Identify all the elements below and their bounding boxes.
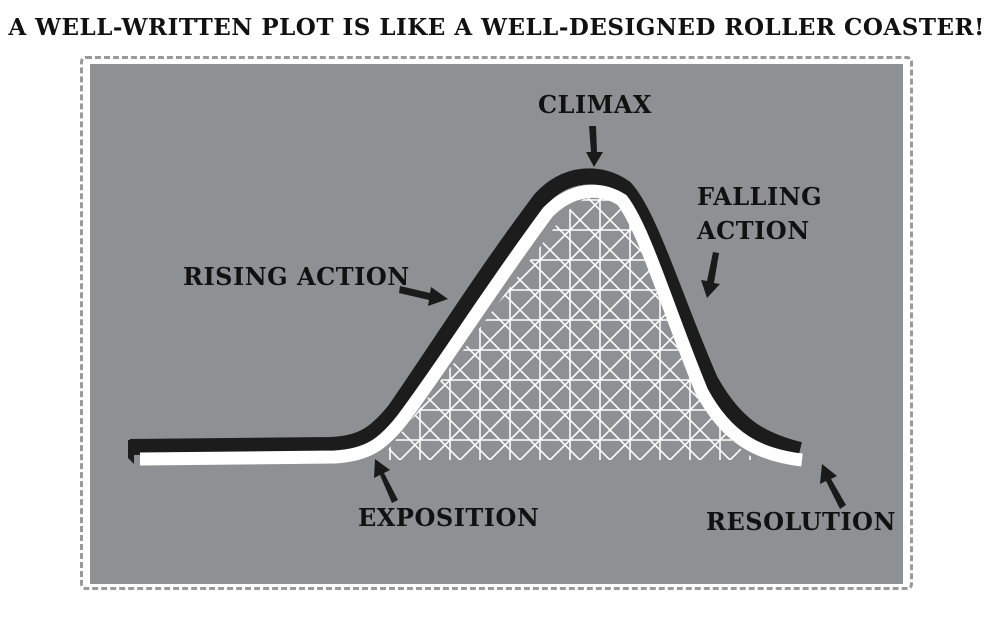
label-rising-action: RISING ACTION xyxy=(183,262,410,291)
label-falling-action-line2: ACTION xyxy=(697,216,810,245)
lattice-diagonal xyxy=(820,160,993,480)
lattice-diagonal xyxy=(380,193,541,460)
label-exposition: EXPOSITION xyxy=(358,503,540,532)
lattice-diagonal xyxy=(649,193,760,460)
dashed-frame xyxy=(80,56,913,590)
resolution-arrow xyxy=(820,464,846,509)
diagram-title: A WELL-WRITTEN PLOT IS LIKE A WELL-DESIG… xyxy=(8,14,985,41)
rising-action-arrow xyxy=(399,286,448,306)
lattice-diagonal xyxy=(380,193,401,460)
lattice-diagonal xyxy=(910,160,993,480)
lattice-diagonal xyxy=(0,160,250,480)
label-falling-action: FALLING ACTION xyxy=(697,180,822,248)
coaster-track-dark xyxy=(129,168,802,458)
lattice-diagonal xyxy=(0,160,280,480)
lattice-diagonal xyxy=(0,160,160,480)
lattice-diagonal xyxy=(0,160,100,480)
lattice-diagonal xyxy=(50,160,370,480)
label-resolution: RESOLUTION xyxy=(706,507,896,536)
lattice-diagonal xyxy=(380,193,461,460)
lattice-diagonal xyxy=(880,160,993,480)
lattice-diagonal xyxy=(0,160,130,480)
lattice-diagonal xyxy=(970,160,993,480)
coaster-track-dark-start xyxy=(128,440,134,464)
lattice-diagonal xyxy=(20,160,340,480)
exposition-arrow xyxy=(374,459,398,503)
diagram-panel xyxy=(90,64,903,584)
lattice-diagonal xyxy=(380,193,491,460)
lattice-diagonal xyxy=(619,193,760,460)
lattice-diagonal xyxy=(0,160,310,480)
coaster-track-white xyxy=(139,184,803,467)
lattice-diagonal xyxy=(0,160,220,480)
lattice-diagonal xyxy=(380,193,451,460)
climax-arrow xyxy=(586,126,603,167)
lattice-diagonal xyxy=(940,160,993,480)
lattice-diagonal xyxy=(850,160,993,480)
falling-action-arrow xyxy=(701,252,720,298)
lattice-diagonal xyxy=(380,193,481,460)
label-climax: CLIMAX xyxy=(538,90,653,119)
lattice-diagonal xyxy=(380,193,511,460)
lattice-diagonal xyxy=(0,160,190,480)
lattice-support xyxy=(0,160,993,480)
label-falling-action-line1: FALLING xyxy=(697,182,823,211)
